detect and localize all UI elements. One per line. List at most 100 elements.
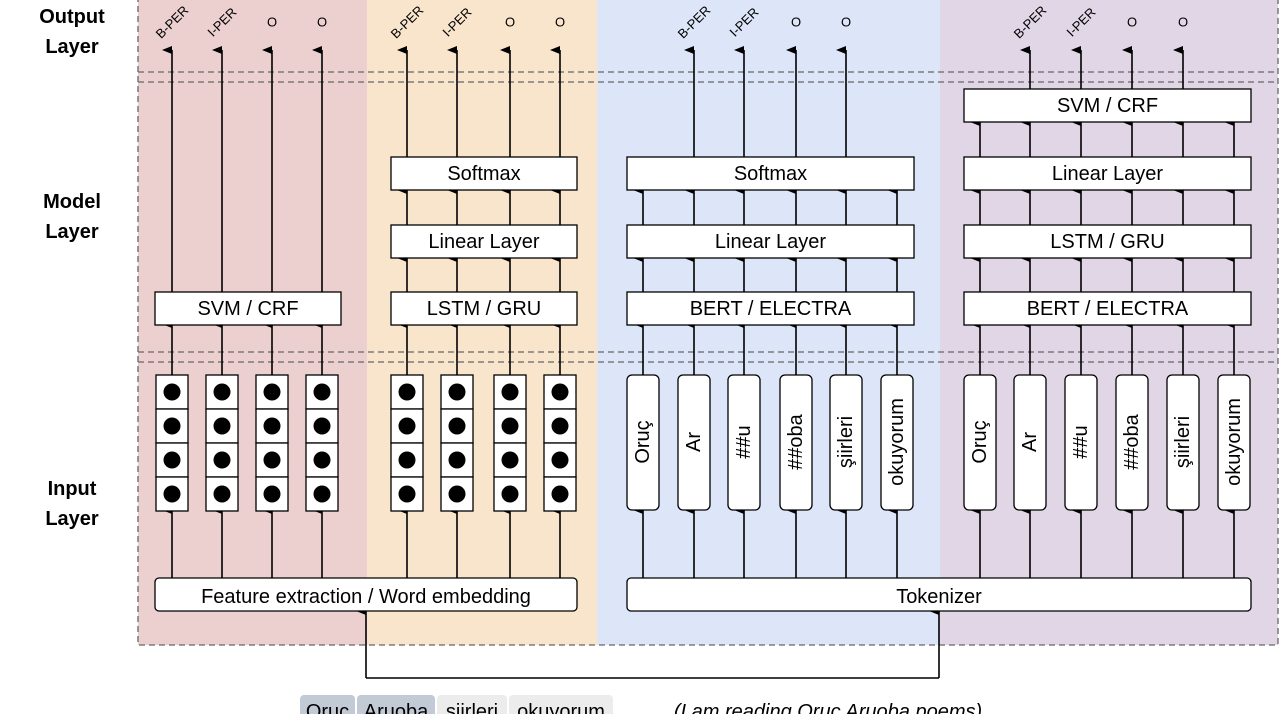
model-block-label: BERT / ELECTRA <box>1027 298 1189 320</box>
embedding-dot <box>313 485 331 503</box>
token-box <box>1064 374 1098 511</box>
embedding-dot <box>213 451 231 469</box>
sentence-word-highlight <box>509 695 613 714</box>
model-block-label: SVM / CRF <box>197 298 298 320</box>
embedding-dot <box>448 485 466 503</box>
embedding-dot <box>551 451 569 469</box>
embedding-dot <box>313 417 331 435</box>
model-block <box>390 224 578 259</box>
model-block-label: Linear Layer <box>1052 163 1164 185</box>
model-block-label: BERT / ELECTRA <box>690 298 852 320</box>
sentence-word: okuyorum <box>517 701 605 714</box>
model-layer-label: Layer <box>45 221 99 243</box>
sentence-word-highlight <box>437 695 507 714</box>
token-box <box>626 374 660 511</box>
embedding-dot <box>448 383 466 401</box>
embedding-dot <box>551 383 569 401</box>
token-label: okuyorum <box>1223 398 1245 486</box>
feature-extraction-box <box>154 577 578 612</box>
embedding-dot <box>263 485 281 503</box>
model-block <box>626 224 915 259</box>
sentence-word-highlight <box>357 695 435 714</box>
input-layer-label: Input <box>48 478 97 500</box>
model-block <box>963 88 1252 123</box>
embedding-dot <box>501 417 519 435</box>
model-block-label: Linear Layer <box>715 231 827 253</box>
token-box <box>1217 374 1251 511</box>
embedding-dot <box>551 485 569 503</box>
embedding-dot <box>213 383 231 401</box>
model-layer-label: Model <box>43 191 101 213</box>
token-label: Ar <box>1019 432 1041 452</box>
output-tag-label: O <box>267 15 277 30</box>
sentence-translation: (I am reading Oruç Aruoba poems) <box>674 701 982 714</box>
model-block-label: Softmax <box>734 163 807 185</box>
embedding-dot <box>263 383 281 401</box>
model-block <box>390 156 578 191</box>
token-label: ##u <box>1070 425 1092 458</box>
embedding-dot <box>263 451 281 469</box>
embedding-dot <box>448 417 466 435</box>
embedding-dot <box>313 451 331 469</box>
output-tag-label: O <box>841 15 851 30</box>
token-label: Oruç <box>632 420 654 463</box>
dashed-frame <box>137 0 1279 646</box>
embedding-dot <box>551 417 569 435</box>
model-block <box>390 291 578 326</box>
token-box <box>963 374 997 511</box>
model-block-label: LSTM / GRU <box>1050 231 1164 253</box>
token-label: ##oba <box>1121 413 1143 469</box>
embedding-dot <box>213 417 231 435</box>
token-label: ##oba <box>785 413 807 469</box>
feature-extraction-label: Feature extraction / Word embedding <box>201 586 531 608</box>
token-box <box>829 374 863 511</box>
embedding-dot <box>448 451 466 469</box>
model-block <box>963 224 1252 259</box>
embedding-dot <box>213 485 231 503</box>
model-block <box>154 291 342 326</box>
token-label: şiirleri <box>1172 416 1194 468</box>
output-tag-label: O <box>1178 15 1188 30</box>
sentence-word: Aruoba <box>364 701 429 714</box>
token-box <box>677 374 711 511</box>
embedding-dot <box>163 417 181 435</box>
token-box <box>1115 374 1149 511</box>
token-box <box>880 374 914 511</box>
model-block <box>626 156 915 191</box>
embedding-dot <box>398 383 416 401</box>
output-tag-label: O <box>791 15 801 30</box>
embedding-cell <box>155 408 189 444</box>
tokenizer-label: Tokenizer <box>896 586 982 608</box>
token-box <box>1166 374 1200 511</box>
embedding-dot <box>501 485 519 503</box>
token-label: Ar <box>683 432 705 452</box>
embedding-cell <box>493 442 527 478</box>
output-layer-label: Output <box>39 6 105 28</box>
embedding-dot <box>313 383 331 401</box>
token-label: Oruç <box>969 420 991 463</box>
sentence-word: Oruç <box>306 701 349 714</box>
embedding-dot <box>501 451 519 469</box>
model-block <box>963 156 1252 191</box>
model-block <box>963 291 1252 326</box>
embedding-dot <box>163 383 181 401</box>
model-block-label: LSTM / GRU <box>427 298 541 320</box>
embedding-dot <box>398 417 416 435</box>
embedding-dot <box>398 451 416 469</box>
token-label: okuyorum <box>886 398 908 486</box>
token-box <box>1013 374 1047 511</box>
sentence-word: şiirleri <box>446 701 498 714</box>
input-layer-label: Layer <box>45 508 99 530</box>
sentence-word-highlight <box>300 695 355 714</box>
embedding-dot <box>163 451 181 469</box>
embedding-dot <box>263 417 281 435</box>
token-box <box>727 374 761 511</box>
output-tag-label: O <box>555 15 565 30</box>
tokenizer-box <box>626 577 1252 612</box>
output-tag-label: O <box>1127 15 1137 30</box>
token-label: ##u <box>733 425 755 458</box>
embedding-dot <box>501 383 519 401</box>
model-block-label: Softmax <box>447 163 520 185</box>
model-block-label: SVM / CRF <box>1057 95 1158 117</box>
